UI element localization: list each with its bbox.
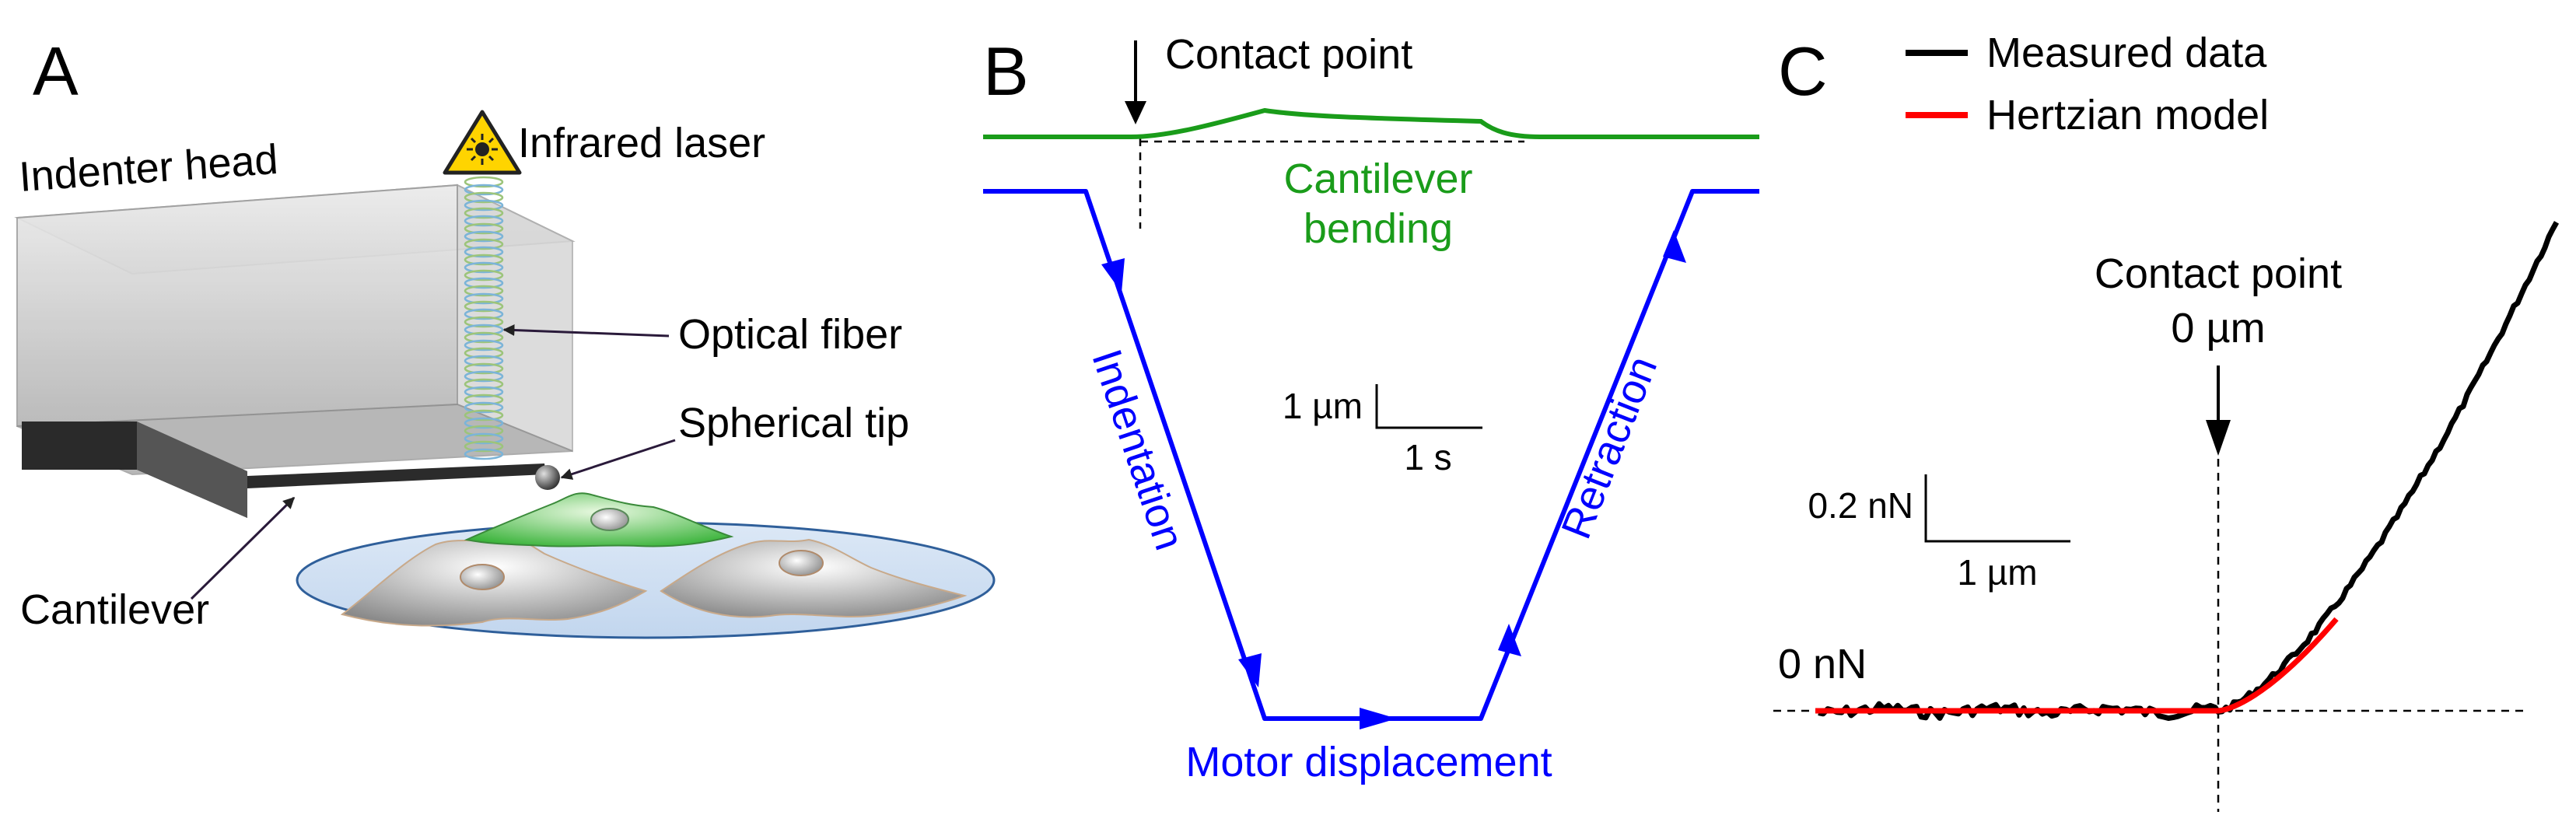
leader-spherical-tip <box>560 439 676 480</box>
panel-c-letter: C <box>1778 33 1828 110</box>
fiber-coil-loop <box>464 191 504 204</box>
label-retraction: Retraction <box>1552 350 1666 545</box>
scale-y-label-b: 1 µm <box>1283 386 1363 426</box>
fiber-coil-loop <box>464 308 504 320</box>
label-indenter-head: Indenter head <box>18 136 280 201</box>
scale-bar-b <box>1375 384 1482 429</box>
fiber-coil-loop <box>464 285 504 297</box>
label-infrared-laser: Infrared laser <box>518 120 765 166</box>
fiber-coil-loop <box>464 176 504 188</box>
label-cantilever-bending-2: bending <box>1304 205 1453 252</box>
legend-label-hertz: Hertzian model <box>1986 92 2269 138</box>
cantilever-beam <box>247 463 546 488</box>
hertzian-model-trace <box>1815 617 2339 714</box>
label-spherical-tip: Spherical tip <box>678 400 909 446</box>
label-indentation: Indentation <box>1083 344 1193 555</box>
scale-y-label-c: 0.2 nN <box>1808 485 1913 526</box>
fiber-coil-loop <box>464 347 504 359</box>
fiber-coil-loop <box>464 324 504 336</box>
fiber-coil-loop <box>464 401 504 414</box>
label-cantilever-bending-1: Cantilever <box>1283 156 1472 202</box>
label-contact-point-b: Contact point <box>1165 31 1412 78</box>
panel-b: B Contact point Cantilever bending Inden… <box>983 31 1759 785</box>
fiber-coil-loop <box>464 222 504 235</box>
contact-point-arrowhead <box>1125 101 1146 124</box>
fiber-coil-loop <box>464 246 504 258</box>
fiber-coil-loop <box>464 378 504 390</box>
legend-label-measured: Measured data <box>1986 30 2267 76</box>
scale-x-label-b: 1 s <box>1404 437 1451 477</box>
fiber-coil-loop <box>464 238 504 250</box>
indenter-head-box <box>14 184 576 476</box>
panel-b-letter: B <box>983 33 1029 110</box>
label-motor-displacement: Motor displacement <box>1185 739 1552 785</box>
fiber-coil-loop <box>464 230 504 243</box>
cantilever-bending-trace <box>983 107 1759 139</box>
contact-point-arrowhead-c <box>2206 420 2231 456</box>
cantilever-mount <box>22 421 247 518</box>
fiber-coil-loop <box>464 386 504 398</box>
fiber-coil-loop <box>464 199 504 212</box>
panel-a: A <box>14 33 996 639</box>
fiber-coil-loop <box>464 425 504 437</box>
fiber-coil-loop <box>464 277 504 289</box>
fiber-coil-loop <box>464 355 504 367</box>
fiber-coil-loop <box>464 261 504 274</box>
fiber-coil-loop <box>464 300 504 313</box>
fiber-coil-loop <box>464 448 504 460</box>
cell-left <box>340 534 648 627</box>
leader-optical-fiber <box>502 324 670 338</box>
panel-a-letter: A <box>33 33 79 110</box>
motor-arrow-1 <box>1101 258 1125 292</box>
fiber-coil-loop <box>464 184 504 196</box>
label-zero-force: 0 nN <box>1778 641 1867 687</box>
scale-x-label-c: 1 µm <box>1957 552 2037 593</box>
panel-c: C Measured data Hertzian model Contact p… <box>1773 30 2560 812</box>
legend: Measured data Hertzian model <box>1906 30 2269 138</box>
scale-bar-c <box>1924 474 2070 543</box>
label-contact-point-c-value: 0 µm <box>2171 305 2265 352</box>
laser-warning-icon <box>443 110 522 175</box>
motor-arrow-2 <box>1238 653 1262 687</box>
spherical-tip <box>535 465 560 490</box>
fiber-coil-loop <box>464 432 504 445</box>
fiber-coil-loop <box>464 316 504 328</box>
label-contact-point-c: Contact point <box>2095 250 2342 297</box>
label-optical-fiber: Optical fiber <box>678 311 902 358</box>
fiber-coil-loop <box>464 370 504 383</box>
fiber-coil-loop <box>464 362 504 375</box>
optical-fiber <box>464 176 504 460</box>
motor-arrow-4 <box>1498 624 1521 656</box>
fiber-coil-loop <box>464 215 504 227</box>
fiber-coil-loop <box>464 254 504 266</box>
fiber-coil-loop <box>464 269 504 282</box>
fiber-coil-loop <box>464 409 504 421</box>
leader-cantilever <box>190 496 296 600</box>
fiber-coil-loop <box>464 339 504 352</box>
cell-indented <box>464 492 734 547</box>
fiber-coil-loop <box>464 292 504 305</box>
cell-right <box>660 538 968 618</box>
motor-arrow-3 <box>1360 708 1397 729</box>
fiber-coil-loop <box>464 207 504 219</box>
motor-displacement-trace <box>983 189 1759 721</box>
label-cantilever: Cantilever <box>20 586 209 633</box>
fiber-coil-loop <box>464 440 504 453</box>
fiber-coil-loop <box>464 394 504 406</box>
motor-arrow-5 <box>1663 230 1686 263</box>
fiber-coil-loop <box>464 331 504 344</box>
fiber-coil-loop <box>464 417 504 429</box>
